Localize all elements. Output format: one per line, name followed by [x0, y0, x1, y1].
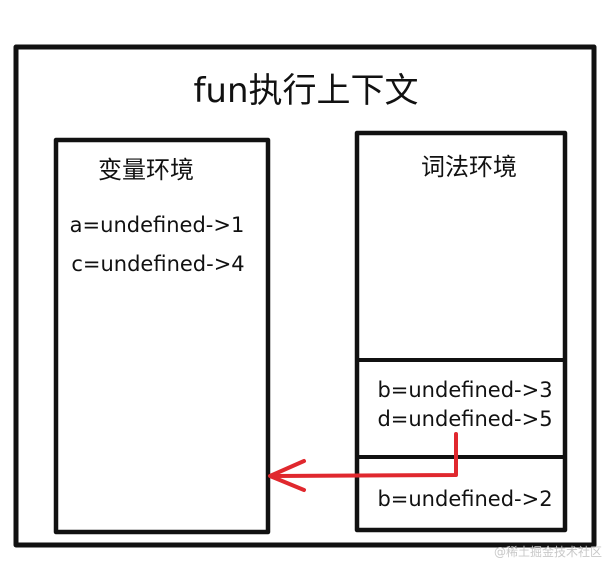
watermark-text: @稀土掘金技术社区	[494, 544, 602, 559]
lexical-environment-box	[354, 130, 568, 533]
arrow-head	[268, 459, 306, 492]
lexical-environment-heading: 词法环境	[421, 153, 517, 181]
outer-reference-arrow	[268, 432, 458, 492]
execution-context-frame	[13, 44, 597, 548]
variable-entry-a: a=undefined->1	[70, 213, 245, 237]
lexical-entry-b-block1: b=undefined->3	[377, 378, 552, 402]
lexical-entry-d-block1: d=undefined->5	[377, 407, 552, 431]
lexical-entry-b-block2: b=undefined->2	[377, 487, 552, 511]
diagram-title: fun执行上下文	[193, 71, 418, 111]
variable-entry-c: c=undefined->4	[71, 252, 244, 276]
variable-environment-box	[53, 137, 271, 535]
variable-environment-heading: 变量环境	[98, 156, 194, 184]
arrow-shaft	[272, 432, 458, 478]
